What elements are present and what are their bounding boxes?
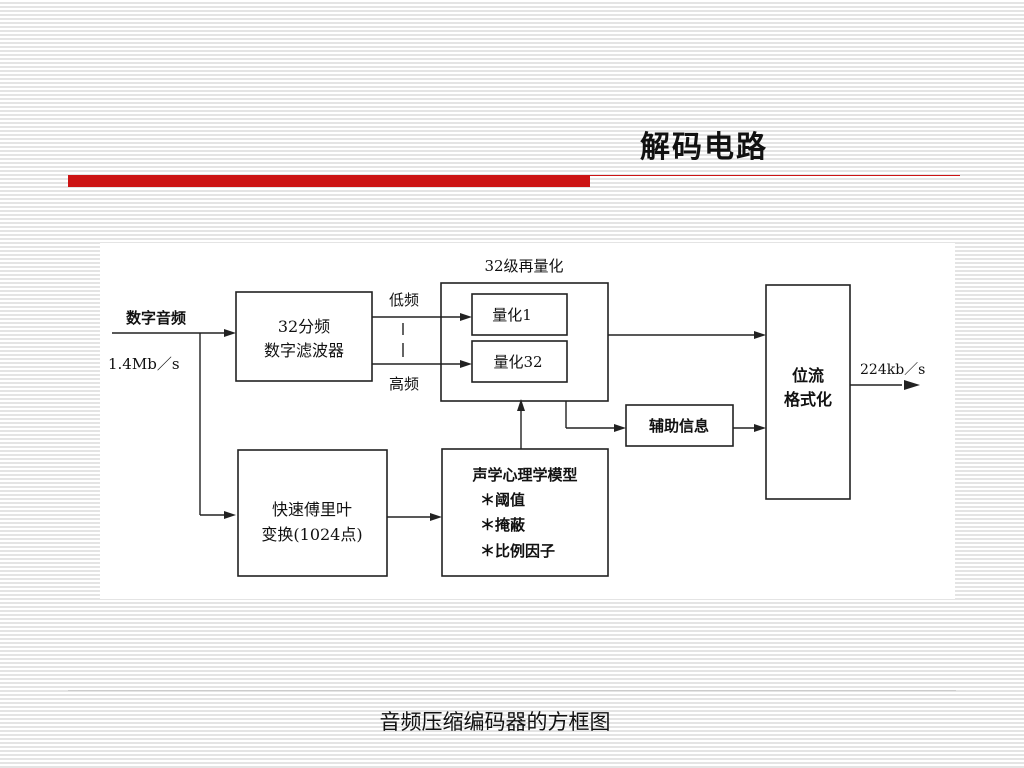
fft-label-line2: 变换(1024点) [261,525,362,544]
diagram-wires [112,316,902,518]
arrow-head [224,329,236,337]
slide-title: 解码电路 [640,130,768,165]
arrow-head [460,360,472,368]
high-band-label: 高频 [389,375,419,393]
formatter-label-line1: 位流 [792,366,824,385]
quant1-label: 量化1 [492,306,532,324]
arrow-head [904,380,920,390]
filter-label-line1: 32分频 [278,317,330,336]
arrow-head [754,331,766,339]
input-rate-label: 1.4Mb／s [108,355,180,373]
quant1-box [471,293,568,336]
filter-label-line2: 数字滤波器 [264,341,344,360]
encoder-block-diagram: 数字音频 1.4Mb／s 32分频 数字滤波器 低频 高频 32级再量化 量化1… [100,243,955,599]
formatter-box [765,284,851,500]
arrow-head [754,424,766,432]
filter-box [235,291,373,382]
quant32-label: 量化32 [493,353,542,371]
requant-group-box [440,282,609,402]
arrow-head [614,424,626,432]
fft-label-line1: 快速傅里叶 [272,500,352,519]
arrow-head [224,511,236,519]
aux-info-box [625,404,734,447]
input-label: 数字音频 [126,309,186,327]
title-underline-thin [590,175,960,176]
arrow-head [460,313,472,321]
fft-box [237,449,388,577]
arrow-head [517,399,525,411]
title-underline-thick [68,175,590,187]
low-band-label: 低频 [389,291,419,309]
quant32-box [471,340,568,383]
arrow-head [430,513,442,521]
diagram-caption: 音频压缩编码器的方框图 [379,710,611,734]
diagram-boxes [235,282,851,577]
bottom-divider [68,690,956,691]
output-rate-label: 224kb／s [860,362,925,378]
aux-info-label: 辅助信息 [649,417,709,435]
psycho-model-box [441,448,609,577]
psycho-item-threshold: ＊阈值 [480,491,525,509]
requant-group-label: 32级再量化 [484,257,563,275]
diagram-arrows [224,313,920,521]
psycho-item-scale-factor: ＊比例因子 [480,542,555,560]
formatter-label-line2: 格式化 [784,390,832,409]
diagram-labels: 数字音频 1.4Mb／s 32分频 数字滤波器 低频 高频 32级再量化 量化1… [108,257,925,560]
psycho-model-title: 声学心理学模型 [471,466,577,484]
psycho-item-masking: ＊掩蔽 [480,516,526,534]
